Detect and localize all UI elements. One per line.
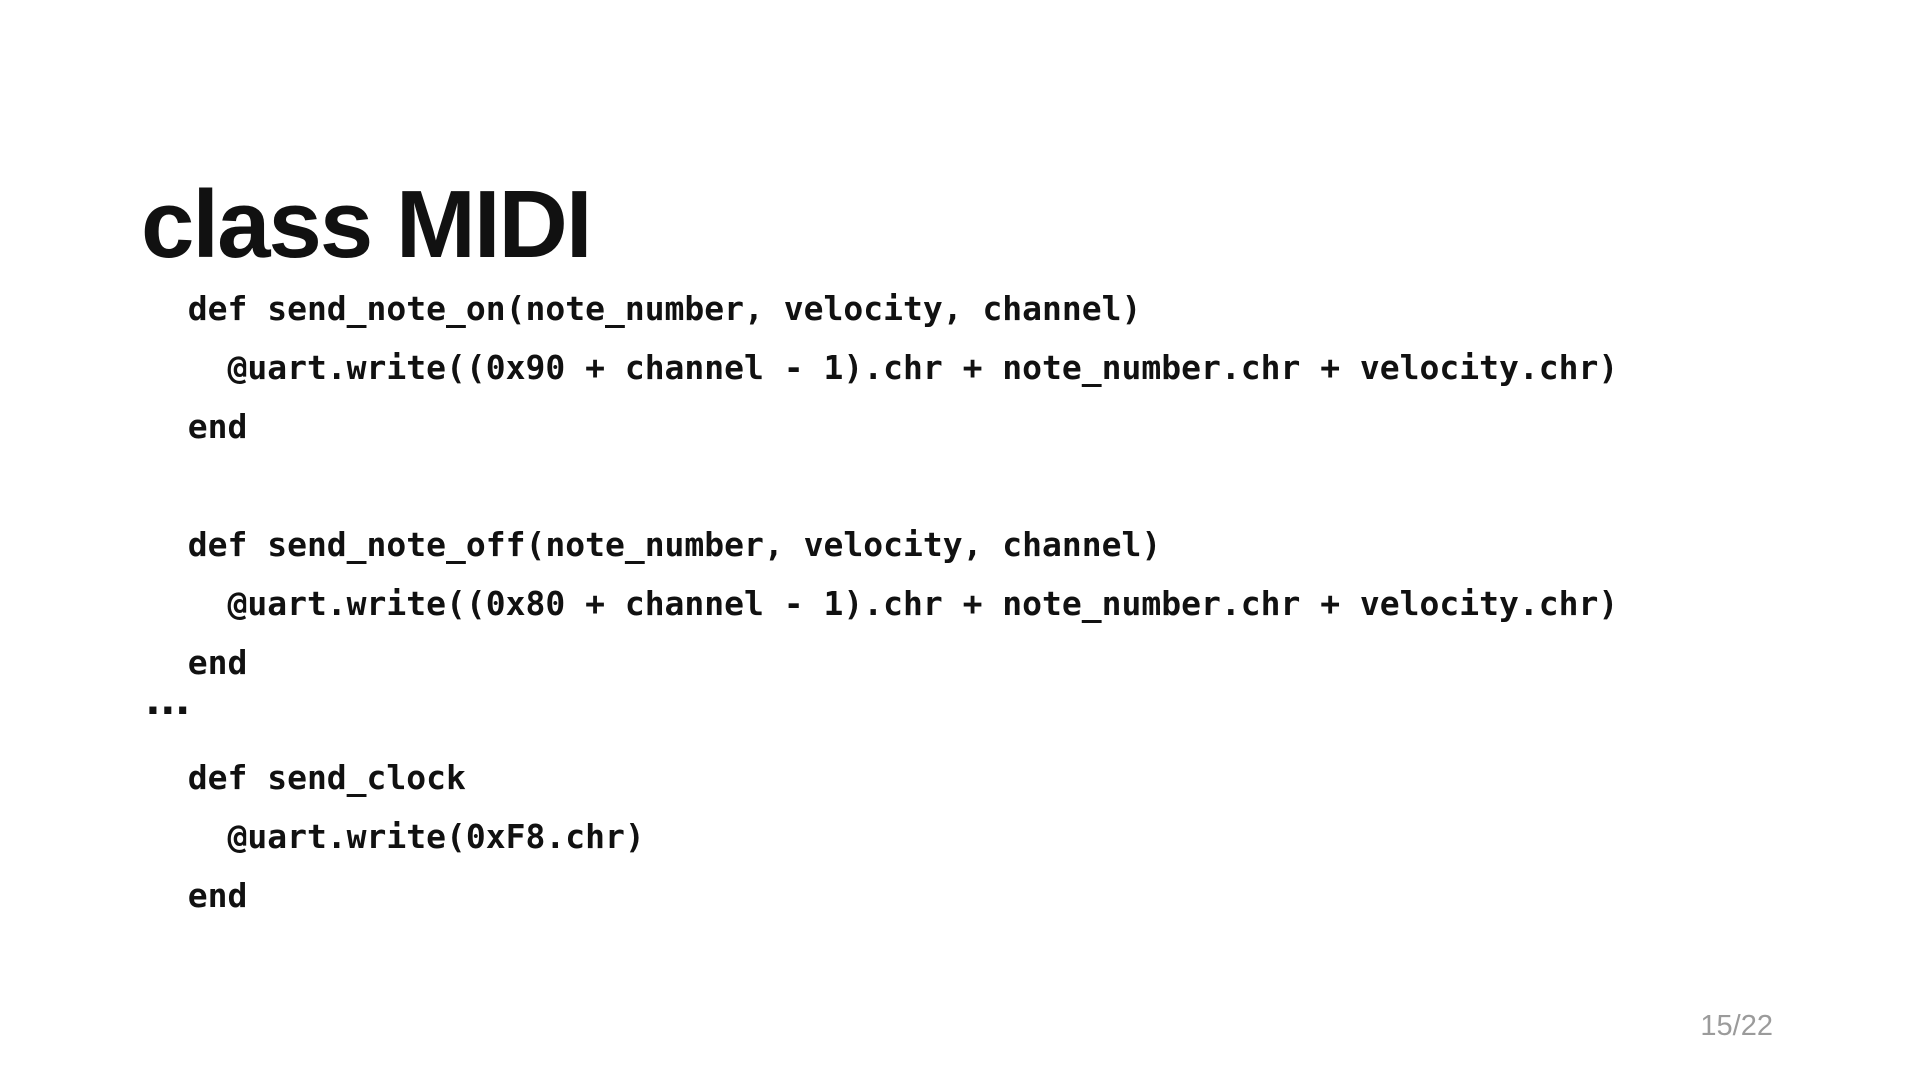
- slide-title: class MIDI: [141, 171, 593, 279]
- code-block-note-on-off-methods: def send_note_on(note_number, velocity, …: [187, 289, 1619, 682]
- code-block-send-clock-method: def send_clock @uart.write(0xF8.chr) end: [187, 758, 645, 915]
- page-number: 15/22: [1700, 1010, 1773, 1042]
- code-omission-ellipsis: ...: [146, 669, 191, 725]
